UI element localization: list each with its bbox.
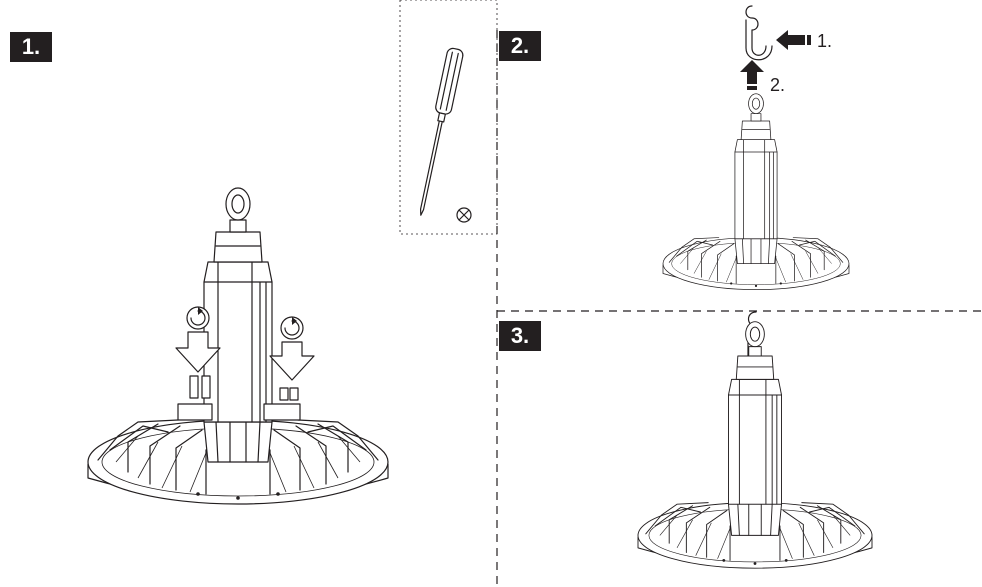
lamp-step-1 bbox=[87, 187, 389, 505]
lamp-step-2 bbox=[662, 93, 850, 291]
step-2-badge: 2. bbox=[499, 31, 541, 61]
rotate-screw-icon-left bbox=[175, 306, 221, 373]
rotate-screw-icon-right bbox=[269, 316, 315, 381]
step-1-badge: 1. bbox=[10, 32, 52, 62]
push-arrow-1-icon bbox=[776, 30, 811, 50]
tool-box bbox=[399, 0, 498, 235]
s-hook-icon-step-2 bbox=[745, 5, 773, 61]
step-3-badge: 3. bbox=[499, 321, 541, 351]
cross-screw-icon bbox=[456, 207, 472, 223]
push-arrow-2-icon bbox=[740, 60, 764, 90]
arrow-label-2: 2. bbox=[770, 75, 786, 95]
lamp-step-3 bbox=[637, 321, 873, 569]
arrow-label-1: 1. bbox=[817, 31, 833, 51]
screwdriver-icon bbox=[419, 47, 464, 216]
